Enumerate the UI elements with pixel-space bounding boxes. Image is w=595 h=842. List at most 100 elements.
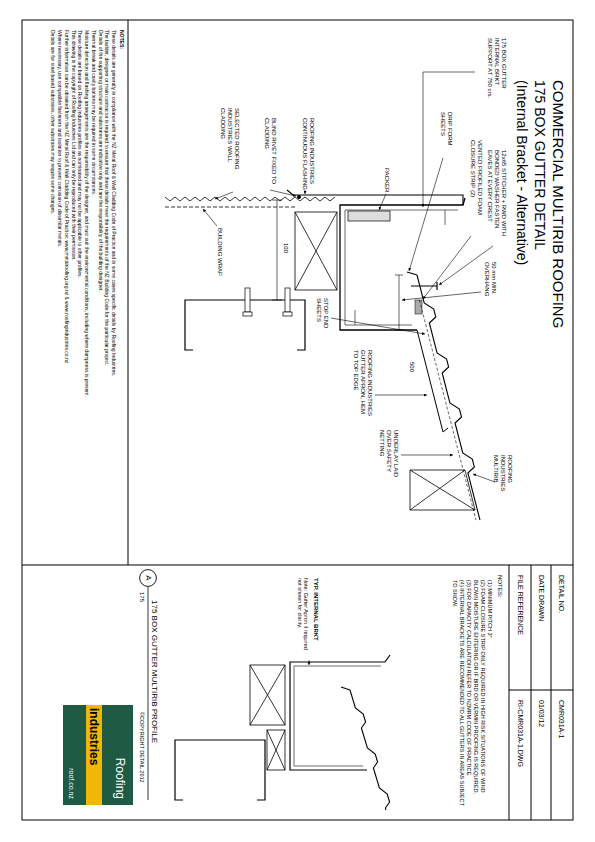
leader-line: [423, 72, 475, 207]
note-text: (4) INTERNAL BRACKETS ARE RECOMMENDED TO…: [452, 580, 465, 812]
timber-purlin: [410, 470, 475, 510]
drip-form: [407, 272, 417, 275]
timber-purlin: [410, 470, 475, 510]
note-text: (2) FOAM CLOSURE STRIP ONLY REQUIRED IN …: [473, 580, 486, 812]
table-cell: CMR031A-1: [557, 700, 565, 815]
dimension-line: [272, 200, 403, 330]
circle-outline: [140, 570, 157, 587]
internal-bracket: [294, 666, 381, 766]
sheet-frame: [509, 690, 573, 691]
table-cell: 01/03/12: [537, 700, 545, 815]
sheet-frame: [531, 565, 532, 820]
leader-line: [473, 474, 495, 482]
section-marker: [148, 587, 149, 800]
table-cell: RI-CMR031A-1.DWG: [516, 700, 524, 815]
sheet-title: COMMERCIAL MULTIRIB ROOFING: [550, 80, 567, 500]
note-text: (3) FOR CAPACITY CALCULATION REFER TO NZ…: [466, 580, 472, 812]
sheet-frame: [128, 20, 129, 565]
multirib-roof-sheet: [419, 300, 476, 520]
wall-cladding: [165, 197, 335, 201]
timber-plate: [295, 212, 337, 290]
callout-text: DRIP FORM SHEETS: [439, 112, 453, 157]
leader-line: [305, 190, 306, 194]
caption-text: Note: Gutter Apron if required not shown…: [296, 578, 309, 656]
leader-line: [270, 190, 296, 196]
note-text: (1) MINIMUM PITCH 3°: [487, 580, 493, 812]
timber-support: [250, 665, 285, 725]
gutter-apron: [417, 330, 448, 432]
box-gutter: [340, 198, 465, 330]
leader-line: [375, 395, 427, 396]
general-notes: NOTES:These details are generally in com…: [49, 30, 124, 555]
building-wrap: [165, 207, 295, 208]
packer: [348, 211, 390, 221]
callout-text: ROOFING INDUSTRIES GUTTER APRON, HEM TO …: [352, 350, 373, 422]
note-text: These details are based on Roofing Indus…: [77, 30, 83, 555]
leader-line: [409, 158, 443, 271]
note-text: The builder, designer or main contractor…: [104, 30, 110, 555]
sheet-frame: [551, 565, 552, 820]
callout-text: UNDERLAY LAID OVER SAFETY NETTING: [378, 430, 399, 490]
leader-line: [331, 318, 425, 334]
blind-rivet: [297, 195, 301, 199]
internal-bracket: [345, 210, 458, 325]
callout-text: PACKER: [383, 168, 390, 194]
caption-text: 175: [138, 592, 145, 612]
subtitle-text: (Internal Bracket - Alternative): [514, 80, 530, 500]
box-gutter: [340, 198, 465, 330]
blind-rivet: [297, 195, 301, 199]
wall-cladding: [165, 197, 335, 201]
caption-text: 175 BOX GUTTER MULTIRIB PROFILE: [150, 600, 159, 800]
continuous-flashing: [287, 190, 463, 205]
timber-plate: [295, 212, 337, 290]
note-text: These details are generally in complianc…: [111, 30, 117, 555]
logo-web: roof.co.nz: [68, 711, 75, 799]
leader-line: [203, 209, 217, 226]
callout-text: ROOFING INDUSTRIES CONTINUOUS FLASHING: [301, 118, 315, 190]
callout-text: ROOFING INDUSTRIES MULTIRIB: [492, 455, 513, 517]
continuous-flashing: [287, 190, 463, 205]
gutter-profile: [290, 655, 390, 770]
leader-line: [215, 192, 233, 199]
multirib-roof-sheet: [417, 275, 480, 520]
subtitle-text: 175 BOX GUTTER DETAIL: [532, 80, 548, 500]
callout-text: 175 BOX GUTTER INTERNAL BRKT SUPPORT AT …: [486, 38, 507, 102]
steel-channel: [175, 740, 265, 800]
table-cell: DATE DRAWN: [537, 575, 545, 685]
title-block-notes: (1) MINIMUM PITCH 3°(2) FOAM CLOSURE STR…: [451, 580, 493, 812]
bolt: [243, 288, 292, 316]
bolt: [285, 288, 290, 312]
callout-text: 12x65 STITCHER + RWD WITH BONDED WASHER …: [486, 150, 507, 245]
logo-band: industries: [86, 705, 102, 805]
callout-text: SELECTED ROOFING INDUSTRIES WALL CLADDIN…: [219, 108, 240, 192]
logo-word: Roofing: [113, 711, 127, 799]
timber-support: [250, 665, 285, 725]
bolt: [245, 288, 250, 312]
section-marker: [148, 587, 149, 800]
building-wrap: [165, 207, 295, 208]
gutter-profile: [290, 655, 390, 770]
note-text: This drawing is the copyright of Roofing…: [70, 30, 76, 555]
dimension-text: 100: [282, 243, 289, 263]
caption-text: NOTES:: [496, 575, 503, 655]
callout-text: VENTED PROFILED FOAM CLOSURE STRIP (2): [469, 140, 483, 235]
sheet-frame: [22, 20, 573, 820]
dimension-text: 500: [408, 362, 415, 382]
sheet-frame: [509, 565, 510, 820]
multirib-roof-sheet: [350, 690, 390, 810]
timber-support: [267, 730, 285, 770]
caption-text: ©COPYRIGHT DETAIL 2012: [139, 712, 145, 812]
callout-text: 50 mm MIN. OVERHANG: [483, 262, 497, 312]
note-text: Further information can be obtained from…: [63, 30, 69, 555]
company-logo: Roofing industries roof.co.nz: [63, 705, 133, 805]
timber-plate: [295, 212, 337, 290]
caption-text: TYP. INTERNAL BRKT: [312, 578, 319, 658]
note-text: Thermal break and cavity battens may be …: [90, 30, 96, 555]
sheet-frame: [22, 20, 573, 820]
leader-line: [402, 292, 481, 300]
dimension-line: [272, 200, 282, 300]
table-cell: FILE REFERENCE: [516, 575, 524, 685]
sheet-frame: [22, 565, 573, 566]
drip-form: [407, 272, 417, 275]
